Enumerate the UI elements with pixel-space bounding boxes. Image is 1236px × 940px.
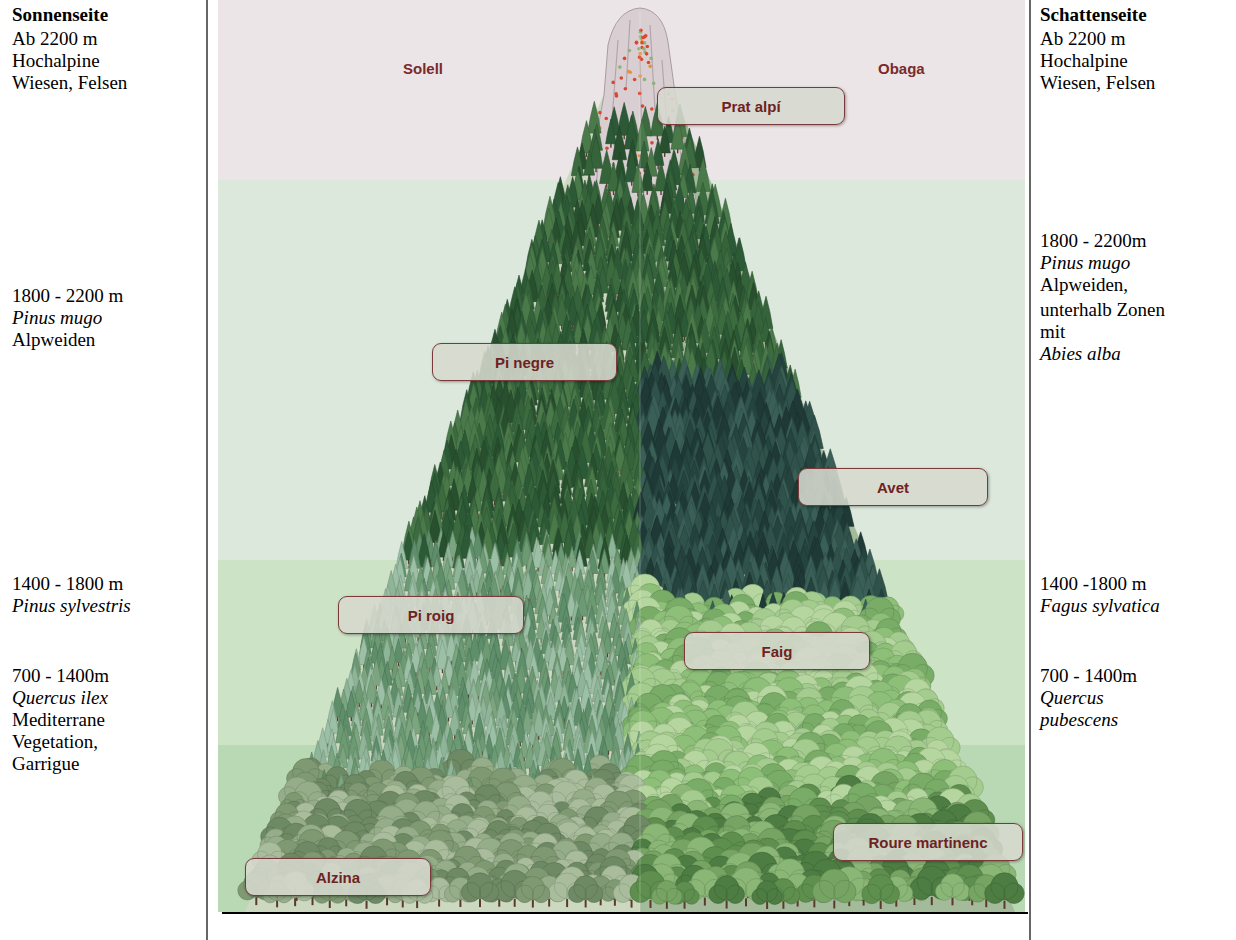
- flower-dot: [648, 65, 652, 69]
- flower-dot: [619, 76, 623, 80]
- flower-dot: [628, 49, 632, 53]
- flower-dot: [614, 92, 618, 96]
- flower-dot: [604, 117, 608, 121]
- flower-dot: [649, 57, 653, 61]
- flower-dot: [642, 47, 646, 51]
- flower-dot: [628, 70, 632, 74]
- flower-dot: [643, 35, 647, 39]
- flower-dot: [598, 111, 602, 115]
- flower-dot: [640, 41, 644, 45]
- flower-dot: [641, 104, 645, 108]
- flower-dot: [650, 141, 654, 145]
- flower-dot: [645, 52, 649, 56]
- flower-dot: [623, 57, 627, 61]
- flower-dot: [647, 61, 651, 65]
- flower-dot: [652, 82, 656, 86]
- flower-dot: [618, 65, 622, 69]
- flower-dot: [633, 78, 637, 82]
- flower-dot: [611, 81, 615, 85]
- flower-dot: [643, 78, 647, 82]
- flower-dot: [645, 45, 649, 49]
- flower-dot: [624, 87, 628, 91]
- flower-dot: [605, 146, 609, 150]
- flower-dot: [650, 107, 654, 111]
- flower-dot: [635, 41, 639, 45]
